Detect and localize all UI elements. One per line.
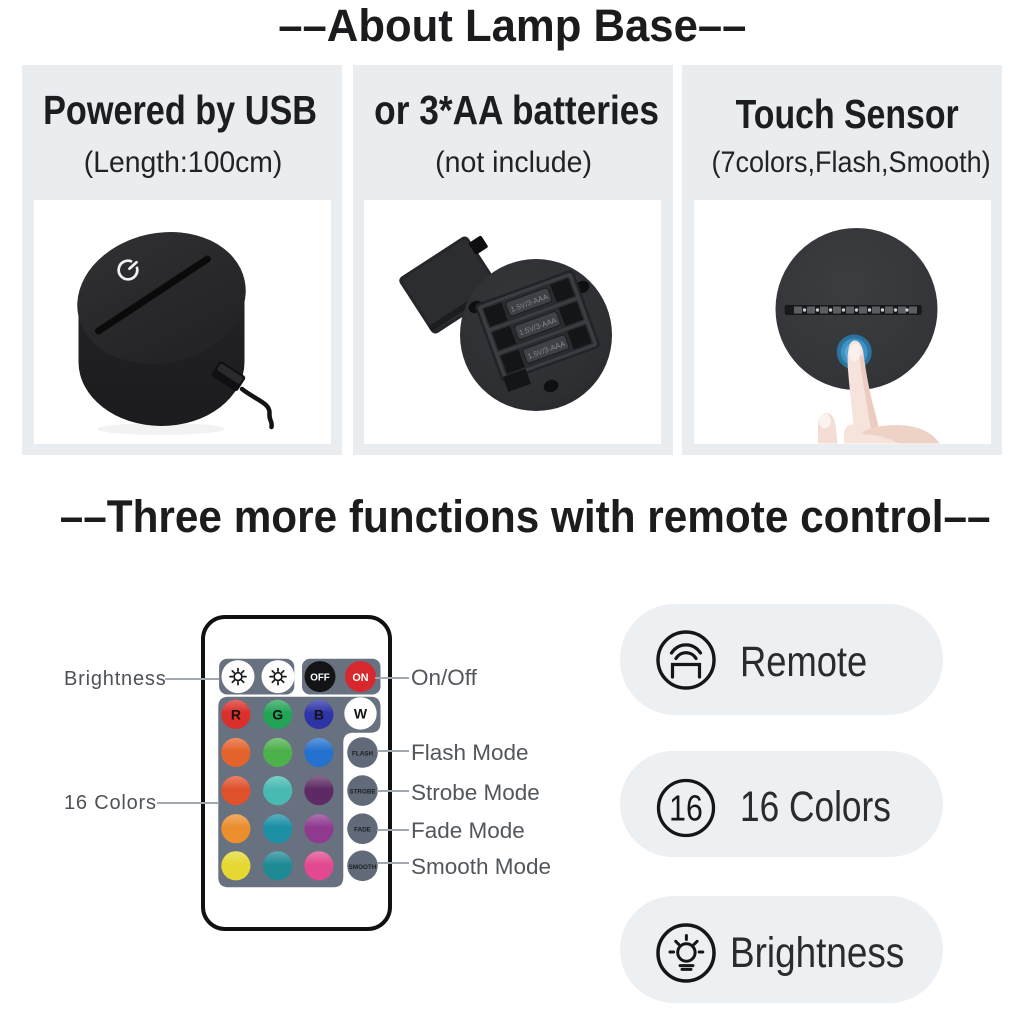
svg-text:ON: ON (352, 672, 368, 684)
svg-text:SMOOTH: SMOOTH (348, 864, 376, 871)
svg-text:R: R (230, 706, 240, 722)
svg-text:FLASH: FLASH (352, 751, 373, 758)
svg-text:16: 16 (669, 789, 703, 829)
svg-text:W: W (353, 706, 367, 722)
svg-text:FADE: FADE (354, 827, 371, 834)
svg-text:G: G (272, 706, 283, 722)
svg-text:B: B (313, 706, 323, 722)
svg-text:OFF: OFF (310, 673, 330, 684)
svg-text:STROBE: STROBE (349, 789, 375, 796)
